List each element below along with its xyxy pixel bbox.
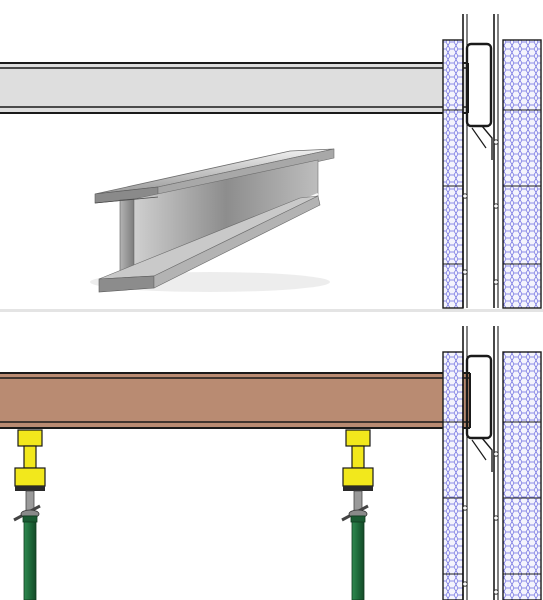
i-beam-render-icon xyxy=(90,148,335,293)
sandwich-panel-wall-icon xyxy=(442,326,542,600)
acrow-prop-icon xyxy=(13,429,46,600)
panel-divider xyxy=(0,309,543,312)
sandwich-panel-wall-icon xyxy=(442,14,542,309)
bottom-panel xyxy=(0,326,542,600)
steel-beam-elevation xyxy=(0,62,469,114)
timber-beam-elevation xyxy=(0,372,471,429)
acrow-prop-icon xyxy=(341,429,374,600)
prop-head-icon xyxy=(14,429,46,491)
props-layer xyxy=(13,429,374,600)
prop-head-icon xyxy=(342,429,374,491)
top-panel xyxy=(0,14,542,309)
